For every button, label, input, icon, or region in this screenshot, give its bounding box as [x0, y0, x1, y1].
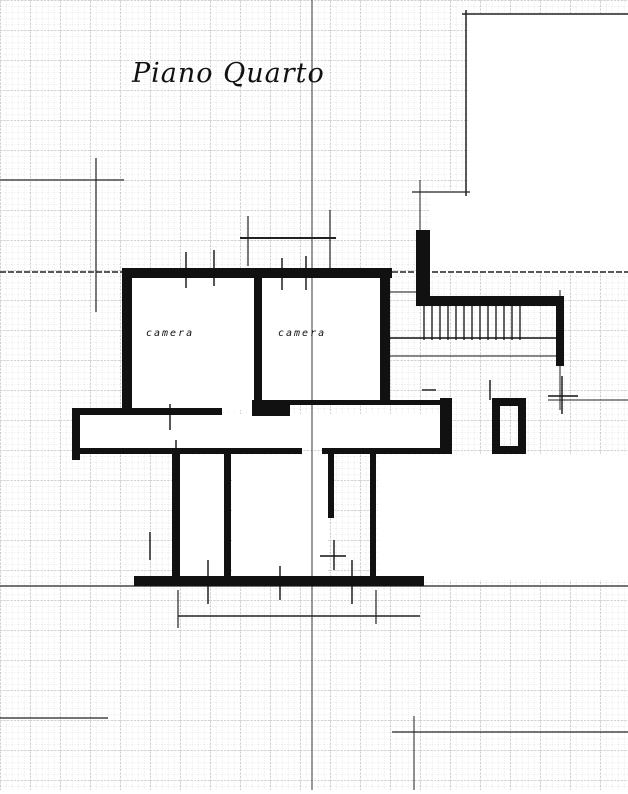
- blank-region-room-left: [132, 278, 254, 410]
- blank-region-corridor: [80, 414, 440, 450]
- blank-region-left-column: [180, 455, 230, 580]
- blank-region-top-right: [468, 14, 628, 192]
- blank-region-right: [430, 190, 628, 272]
- room-label-left: camera: [146, 328, 195, 339]
- drawing-title: Piano Quarto: [132, 58, 325, 89]
- room-label-right: camera: [278, 328, 327, 339]
- dimension-ticks: [149, 250, 578, 604]
- walls: [72, 230, 564, 586]
- blank-region-center-column: [232, 455, 328, 580]
- staircase: [390, 291, 556, 357]
- blank-region-room-right: [262, 278, 382, 400]
- blank-region-mid-right: [378, 455, 628, 580]
